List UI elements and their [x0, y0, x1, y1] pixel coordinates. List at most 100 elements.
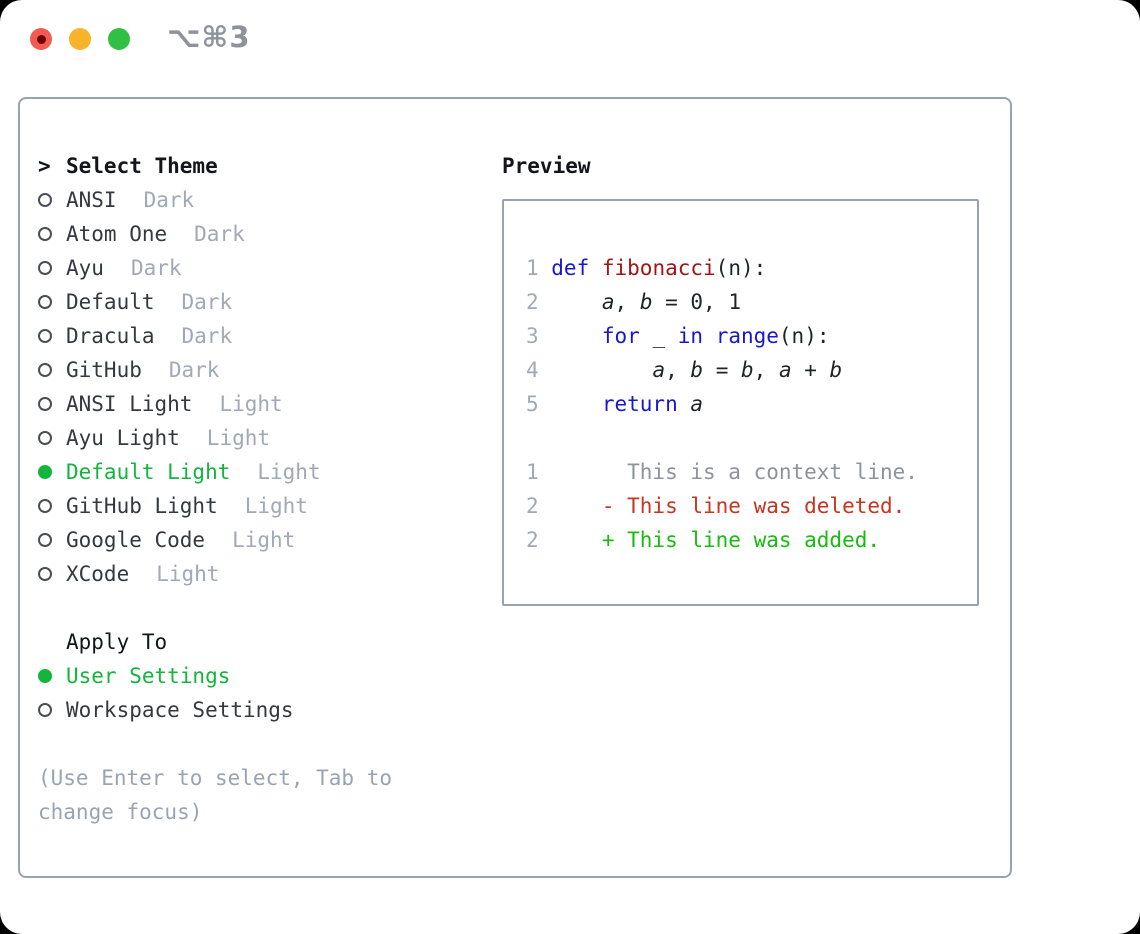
code-segment: def	[551, 256, 590, 280]
theme-list-header: > Select Theme	[38, 149, 417, 183]
apply-to-label: User Settings	[66, 664, 231, 688]
theme-list-item[interactable]: Ayu Light Light	[38, 421, 417, 455]
apply-to-header: Apply To	[66, 630, 168, 654]
code-segment: for	[601, 324, 640, 348]
code-segment: - This line was deleted.	[551, 494, 906, 518]
theme-variant-tag: Dark	[181, 324, 233, 348]
theme-list-item[interactable]: Dracula Dark	[38, 319, 417, 353]
code-segment: a	[601, 290, 615, 314]
line-number: 1	[526, 256, 539, 280]
code-segment: _	[639, 324, 678, 348]
apply-to-option[interactable]: User Settings	[38, 659, 417, 693]
radio-icon	[38, 363, 52, 377]
line-number: 4	[526, 358, 539, 382]
traffic-lights	[30, 28, 130, 50]
theme-variant-tag: Light	[206, 426, 271, 450]
radio-icon	[38, 431, 52, 445]
theme-variant-tag: Light	[257, 460, 321, 484]
theme-variant-tag: Dark	[143, 188, 195, 212]
radio-icon	[38, 193, 52, 207]
code-segment: = 0, 1	[652, 290, 741, 314]
code-segment: a	[778, 358, 792, 382]
theme-name: Dracula	[66, 324, 155, 348]
theme-list-item[interactable]: Atom One Dark	[38, 217, 417, 251]
theme-variant-tag: Light	[244, 494, 308, 518]
code-segment: =	[703, 358, 741, 382]
radio-selected-icon	[38, 465, 52, 479]
theme-name: Atom One	[66, 222, 168, 246]
close-button[interactable]	[30, 28, 52, 50]
theme-name: Default Light	[66, 460, 231, 484]
zoom-button[interactable]	[108, 28, 130, 50]
radio-icon	[38, 533, 52, 547]
code-segment: + This line was added.	[551, 528, 881, 552]
code-line: 2 a, b = 0, 1	[526, 285, 967, 319]
code-segment: return	[601, 392, 678, 416]
theme-variant-tag: Light	[219, 392, 283, 416]
theme-variant-tag: Light	[156, 562, 220, 586]
minimize-button[interactable]	[69, 28, 91, 50]
code-line: 4 a, b = b, a + b	[526, 353, 967, 387]
theme-name: ANSI Light	[66, 392, 193, 416]
theme-name: Ayu	[66, 256, 104, 280]
code-segment: a	[652, 358, 666, 382]
radio-icon	[38, 261, 52, 275]
theme-variant-tag: Dark	[181, 290, 233, 314]
theme-list-item[interactable]: Default Light Light	[38, 455, 417, 489]
theme-list-item[interactable]: GitHub Light Light	[38, 489, 417, 523]
theme-list-item[interactable]: Google Code Light	[38, 523, 417, 557]
radio-icon	[38, 295, 52, 309]
radio-selected-icon	[38, 669, 52, 683]
radio-icon	[38, 499, 52, 513]
apply-to-option[interactable]: Workspace Settings	[38, 693, 417, 727]
line-number: 5	[526, 392, 539, 416]
code-segment: b	[740, 358, 754, 382]
code-segment	[589, 256, 602, 280]
theme-list-title: Select Theme	[66, 154, 218, 178]
theme-name: Google Code	[66, 528, 206, 552]
code-segment: b	[690, 358, 704, 382]
code-line: 1 This is a context line.	[526, 455, 967, 489]
theme-name: Default	[66, 290, 155, 314]
radio-icon	[38, 227, 52, 241]
code-segment: a	[690, 392, 704, 416]
theme-list-item[interactable]: ANSI Light Light	[38, 387, 417, 421]
code-segment	[551, 324, 602, 348]
theme-variant-tag: Dark	[194, 222, 245, 246]
theme-list-item[interactable]: Default Dark	[38, 285, 417, 319]
code-segment: fibonacci	[601, 256, 716, 280]
radio-icon	[38, 567, 52, 581]
code-line: 2 + This line was added.	[526, 523, 967, 557]
code-line	[526, 421, 967, 455]
theme-name: GitHub Light	[66, 494, 218, 518]
code-segment: range	[715, 324, 779, 348]
theme-variant-tag: Light	[232, 528, 296, 552]
code-segment: ,	[753, 358, 779, 382]
theme-variant-tag: Dark	[130, 256, 182, 280]
apply-to-label: Workspace Settings	[66, 698, 294, 722]
help-text: (Use Enter to select, Tab to change focu…	[38, 766, 405, 824]
theme-list-item[interactable]: Ayu Dark	[38, 251, 417, 285]
line-number: 2	[526, 290, 539, 314]
code-segment: (n):	[778, 324, 830, 348]
code-segment	[551, 392, 602, 416]
code-line: 5 return a	[526, 387, 967, 421]
radio-icon	[38, 703, 52, 717]
line-number: 1	[526, 460, 539, 484]
theme-name: ANSI	[66, 188, 117, 212]
radio-icon	[38, 397, 52, 411]
code-segment: This is a context line.	[551, 460, 918, 484]
theme-list-item[interactable]: ANSI Dark	[38, 183, 417, 217]
theme-name: Ayu Light	[66, 426, 180, 450]
